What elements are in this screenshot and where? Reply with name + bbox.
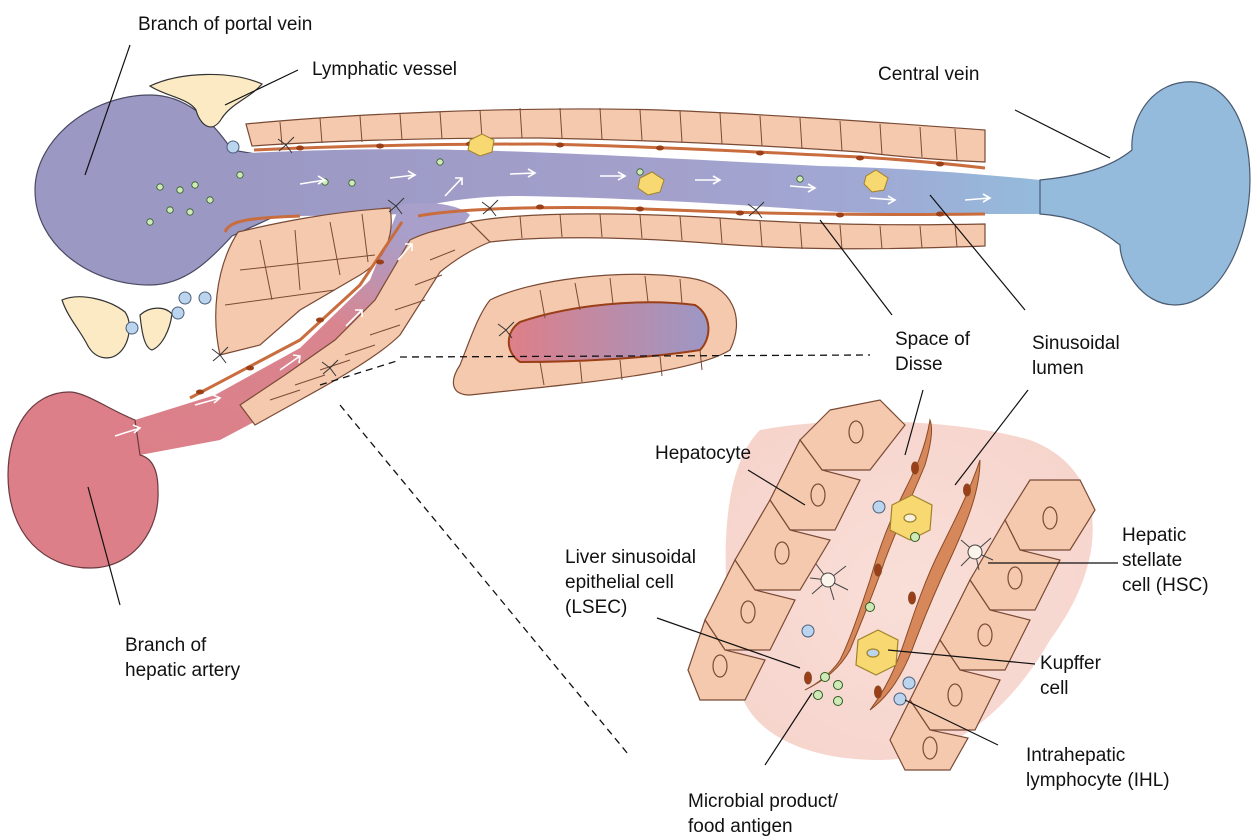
label-lymphatic-vessel: Lymphatic vessel [312,57,457,82]
label-hepatocyte: Hepatocyte [655,441,751,466]
label-central-vein: Central vein [878,62,979,87]
lymphatic-vessel [140,308,172,350]
label-space-of-disse: Space of Disse [895,327,970,377]
hepatic-artery [8,392,158,568]
label-portal-vein: Branch of portal vein [138,12,312,37]
label-sinusoidal-lumen: Sinusoidal lumen [1032,331,1120,381]
label-lsec: Liver sinusoidal epithelial cell (LSEC) [565,545,696,620]
hepatocyte-island [453,274,736,395]
label-microbial-product: Microbial product/ food antigen [688,789,838,839]
label-hepatic-stellate-cell: Hepatic stellate cell (HSC) [1122,523,1209,598]
lymphatic-vessel [62,297,129,358]
label-hepatic-artery: Branch of hepatic artery [125,633,240,683]
label-intrahepatic-lymphocyte: Intrahepatic lymphocyte (IHL) [1026,743,1170,793]
label-kupffer-cell: Kupffer cell [1040,651,1101,701]
central-vein [1040,82,1250,305]
